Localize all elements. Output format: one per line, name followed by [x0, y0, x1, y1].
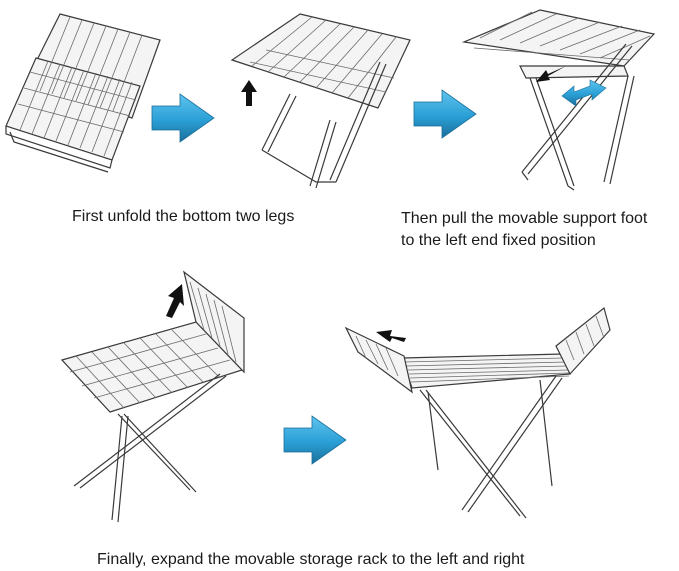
rack-wing-raised — [60, 270, 245, 523]
rack-expanded — [344, 306, 611, 519]
double-arrow-icon — [561, 79, 607, 107]
step-arrow-2 — [413, 89, 477, 139]
black-arrow-icon-left-2 — [376, 330, 406, 342]
step-arrow-1 — [151, 93, 215, 143]
black-arrow-icon-diag — [166, 284, 184, 318]
caption-step-2: Then pull the movable support foot to th… — [401, 208, 647, 252]
black-arrow-icon-left — [536, 66, 566, 82]
caption-step-1: First unfold the bottom two legs — [72, 208, 295, 225]
caption-step-2-line-2: to the left end fixed position — [401, 232, 596, 249]
caption-step-3: Finally, expand the movable storage rack… — [97, 551, 525, 568]
caption-step-2-line-1: Then pull the movable support foot — [401, 210, 648, 227]
rack-foot-moved — [461, 9, 656, 191]
black-arrow-icon-up — [241, 80, 257, 106]
step-arrow-3 — [283, 415, 347, 465]
rack-legs-unfolded — [230, 13, 411, 189]
rack-folded — [5, 13, 161, 173]
